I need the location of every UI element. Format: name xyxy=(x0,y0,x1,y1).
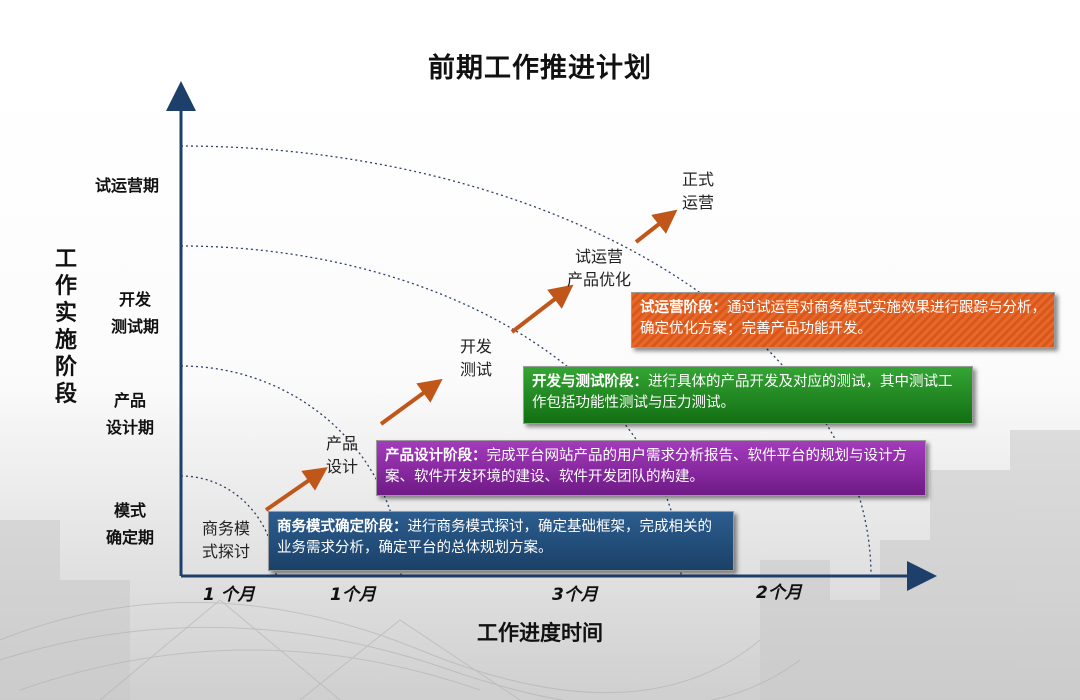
phase-box-business-model: 商务模式确定阶段：进行商务模式探讨，确定基础框架，完成相关的业务需求分析，确定平… xyxy=(268,511,734,571)
phase-heading: 产品设计阶段： xyxy=(385,448,487,464)
progress-arrow-1 xyxy=(264,467,328,512)
x-tick-1: 1 个月 xyxy=(203,585,255,605)
y-tick-trial-operation: 试运营期 xyxy=(82,172,172,199)
phase-box-product-design: 产品设计阶段：完成平台网站产品的用户需求分析报告、软件平台的规划与设计方案、软件… xyxy=(376,440,926,496)
y-tick-line: 模式 xyxy=(113,501,146,520)
phase-heading: 试运营阶段： xyxy=(640,300,727,316)
y-tick-line: 试运营期 xyxy=(94,176,159,195)
y-tick-line: 设计期 xyxy=(105,418,154,437)
step-line: 试运营 xyxy=(574,247,623,266)
y-tick-model-confirm: 模式 确定期 xyxy=(85,497,175,551)
step-product-design: 产品 设计 xyxy=(312,432,372,478)
progress-arrow-4 xyxy=(634,209,678,244)
phase-text: 进行具体的产品开发及对应的测试，其中测试工作包括功能性测试与压力测试。 xyxy=(532,374,953,411)
phase-text: 完成平台网站产品的用户需求分析报告、软件平台的规划与设计方案、软件开发环境的建设… xyxy=(385,448,907,485)
step-line: 产品 xyxy=(325,434,358,453)
step-line: 式探讨 xyxy=(201,542,250,561)
step-line: 运营 xyxy=(681,193,714,212)
progress-arrow-2 xyxy=(379,378,443,426)
step-business-model: 商务模 式探讨 xyxy=(190,517,262,563)
y-axis-label: 工 作 实 施 阶 段 xyxy=(48,246,84,408)
step-trial-optimize: 试运营 产品优化 xyxy=(556,245,642,291)
arc-1 xyxy=(180,475,277,577)
phase-text: 进行商务模式探讨，确定基础框架，完成相关的业务需求分析，确定平台的总体规划方案。 xyxy=(277,519,712,556)
y-tick-product-design: 产品 设计期 xyxy=(85,387,175,441)
y-axis-label-char: 段 xyxy=(54,382,77,407)
y-axis-label-char: 工 xyxy=(54,247,77,272)
y-tick-dev-test: 开发 测试期 xyxy=(90,286,180,340)
step-line: 测试 xyxy=(459,360,492,379)
y-axis-label-char: 施 xyxy=(54,328,77,353)
step-dev-test: 开发 测试 xyxy=(446,335,506,381)
step-line: 产品优化 xyxy=(566,270,631,289)
phase-box-dev-test: 开发与测试阶段：进行具体的产品开发及对应的测试，其中测试工作包括功能性测试与压力… xyxy=(523,366,973,424)
x-tick-2: 1个月 xyxy=(330,585,376,605)
phase-text: 通过试运营对商务模式实施效果进行跟踪与分析，确定优化方案；完善产品功能开发。 xyxy=(640,300,1046,337)
x-axis-label: 工作进度时间 xyxy=(477,621,603,645)
step-line: 正式 xyxy=(681,170,714,189)
phase-heading: 开发与测试阶段： xyxy=(532,374,648,390)
y-tick-line: 确定期 xyxy=(105,528,154,547)
arc-3 xyxy=(180,245,682,577)
page-title: 前期工作推进计划 xyxy=(428,53,652,84)
x-tick-3: 3个月 xyxy=(552,585,598,605)
y-axis-label-char: 实 xyxy=(54,301,77,326)
step-line: 设计 xyxy=(325,457,358,476)
step-line: 开发 xyxy=(459,337,492,356)
progress-arrow-3 xyxy=(510,284,574,334)
step-line: 商务模 xyxy=(201,519,250,538)
step-formal-operation: 正式 运营 xyxy=(668,168,728,214)
y-tick-line: 测试期 xyxy=(110,317,159,336)
x-tick-4: 2个月 xyxy=(756,583,802,603)
y-axis-label-char: 阶 xyxy=(54,355,77,380)
y-tick-line: 产品 xyxy=(113,391,146,410)
phase-heading: 商务模式确定阶段： xyxy=(277,519,408,535)
phase-box-trial-operation: 试运营阶段：通过试运营对商务模式实施效果进行跟踪与分析，确定优化方案；完善产品功… xyxy=(631,292,1055,348)
y-axis-label-char: 作 xyxy=(54,274,77,299)
y-tick-line: 开发 xyxy=(118,290,151,309)
